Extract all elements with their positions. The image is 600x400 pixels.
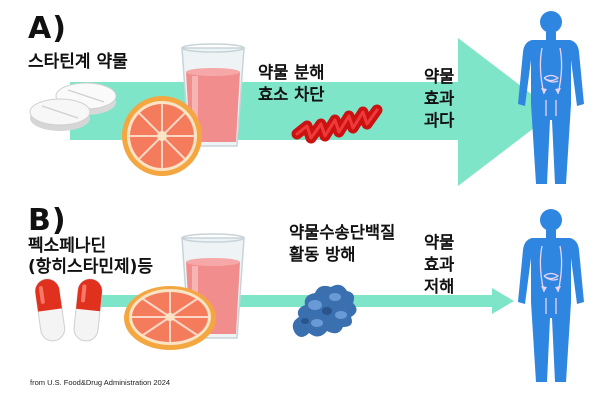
panel-a-result-line-1: 약물 [424,66,454,88]
transport-protein-icon [285,275,365,345]
panel-b-mechanism-text: 약물수송단백질 활동 방해 [289,222,395,266]
statin-tablets-icon [28,78,118,138]
panel-a-result-line-2: 효과 [424,88,454,110]
panel-b-mechanism-line-2: 활동 방해 [289,244,395,266]
capsule-pills-icon [28,275,118,345]
panel-a-result-line-3: 과다 [424,110,454,132]
panel-a-mechanism-text: 약물 분해 효소 차단 [258,62,324,106]
panel-b-result-line-3: 저해 [424,276,454,298]
panel-b-result-text: 약물 효과 저해 [424,232,454,298]
panel-a-mechanism-line-2: 효소 차단 [258,84,324,106]
panel-a-mechanism-line-1: 약물 분해 [258,62,324,84]
enzyme-block-icon [293,104,383,154]
source-credit: from U.S. Food&Drug Administration 2024 [30,378,170,387]
panel-b-mechanism-line-1: 약물수송단백질 [289,222,395,244]
grapefruit-half-icon [122,284,222,354]
panel-b-result-line-2: 효과 [424,254,454,276]
human-body-icon [516,8,586,188]
grapefruit-half-icon [118,96,208,186]
panel-a-result-text: 약물 효과 과다 [424,66,454,132]
human-body-icon [516,206,586,386]
panel-b-result-line-1: 약물 [424,232,454,254]
